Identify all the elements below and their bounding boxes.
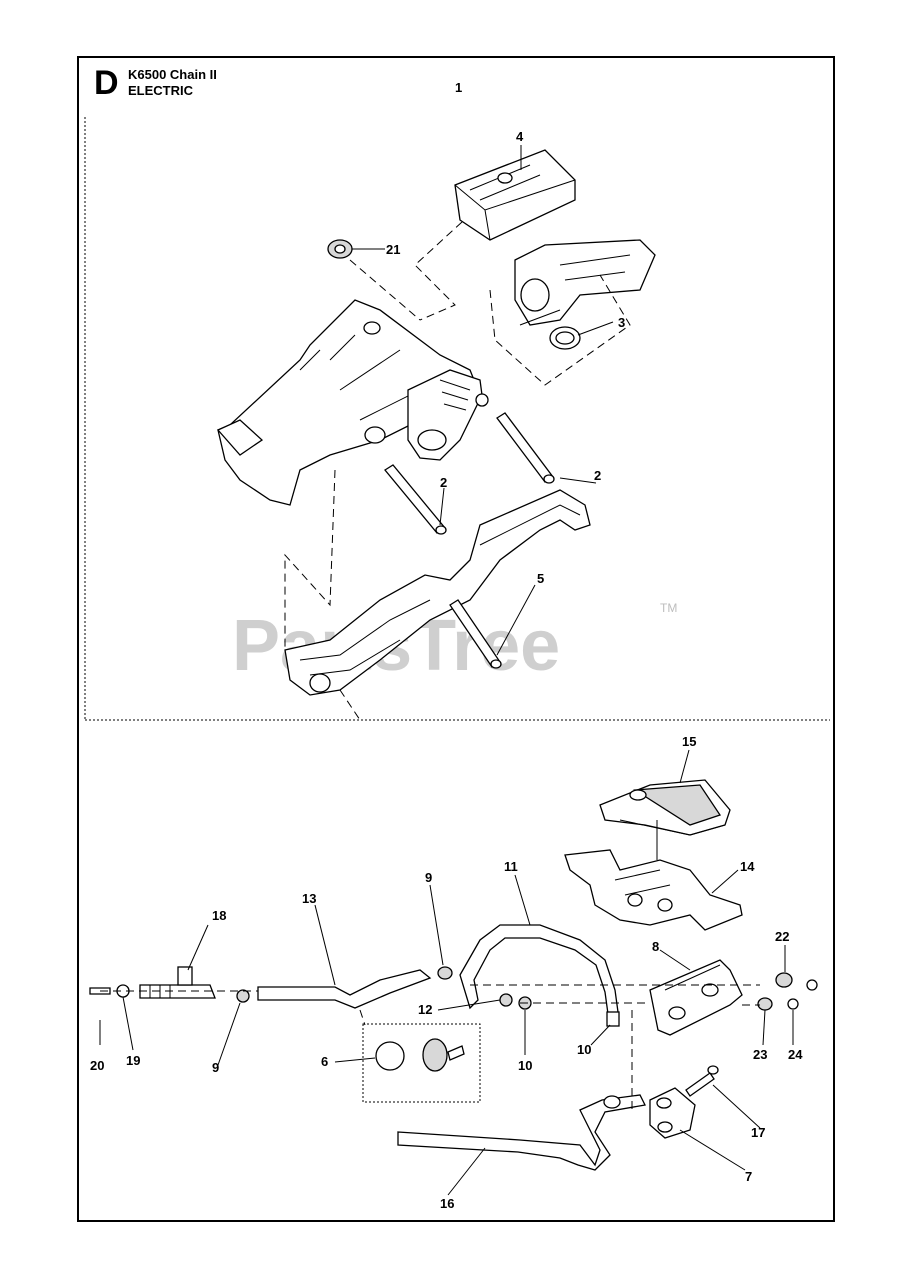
part-15-cover (599, 779, 731, 836)
callout-9-upper: 9 (425, 870, 432, 885)
lower-leader-lines (99, 749, 794, 1196)
callout-23: 23 (753, 1047, 767, 1062)
callout-12: 12 (418, 1002, 432, 1017)
callout-9-lower: 9 (212, 1060, 219, 1075)
callout-13: 13 (302, 891, 316, 906)
callout-1: 1 (455, 80, 462, 95)
part-9-fitting-right (437, 966, 453, 980)
callout-labels: 1 4 21 3 2 2 5 15 14 11 9 13 18 22 8 12 … (90, 80, 803, 1211)
callout-10-left: 10 (518, 1058, 532, 1073)
part-4-switch (454, 149, 576, 241)
part-16-pipe (397, 1094, 646, 1171)
section-letter: D (94, 64, 119, 102)
part-bracket-plate (407, 369, 489, 461)
upper-assembly-boundary (84, 117, 830, 721)
callout-5: 5 (537, 571, 544, 586)
part-5-pin (449, 599, 502, 669)
model-line: K6500 Chain II (128, 67, 217, 82)
callout-3: 3 (618, 315, 625, 330)
watermark-trademark: TM (660, 601, 677, 615)
callout-19: 19 (126, 1053, 140, 1068)
callout-7: 7 (745, 1169, 752, 1184)
part-7-clamp (649, 1087, 696, 1139)
part-2-pin-left (384, 464, 447, 535)
callout-17: 17 (751, 1125, 765, 1140)
part-17-bolt (685, 1065, 719, 1097)
callout-2-right: 2 (594, 468, 601, 483)
part-6-kit (362, 1023, 481, 1103)
part-9-fitting-left (236, 989, 250, 1003)
callout-24: 24 (788, 1047, 803, 1062)
callout-16: 16 (440, 1196, 454, 1211)
callout-22: 22 (775, 929, 789, 944)
callout-10-right: 10 (577, 1042, 591, 1057)
part-21-washer (327, 239, 353, 259)
part-10-fitting-right (606, 1011, 620, 1027)
part-24-clip (787, 979, 818, 1010)
part-23-bushing (757, 997, 773, 1011)
callout-15: 15 (682, 734, 696, 749)
diagram-frame (77, 56, 835, 1222)
part-lower-handle-grip (284, 489, 591, 696)
part-2-pin-right (496, 412, 555, 484)
callout-8: 8 (652, 939, 659, 954)
part-12-fitting (499, 993, 513, 1007)
callout-20: 20 (90, 1058, 104, 1073)
upper-leader-lines (284, 145, 631, 721)
part-18-valve (139, 966, 216, 999)
part-22-bushing (775, 972, 793, 988)
callout-11: 11 (504, 859, 518, 874)
part-14-throttle-assembly (564, 849, 743, 931)
part-11-hose (459, 924, 619, 1015)
variant-line: ELECTRIC (128, 83, 193, 99)
part-8-bracket (649, 959, 743, 1036)
callout-6: 6 (321, 1054, 328, 1069)
callout-21: 21 (386, 242, 400, 257)
part-13-hose (257, 969, 432, 1009)
callout-14: 14 (740, 859, 755, 874)
part-3-spring (549, 326, 581, 350)
callout-18: 18 (212, 908, 226, 923)
callout-2-left: 2 (440, 475, 447, 490)
model-title: K6500 Chain II ELECTRIC (128, 67, 217, 100)
part-throttle-trigger (514, 239, 656, 326)
callout-4: 4 (516, 129, 524, 144)
